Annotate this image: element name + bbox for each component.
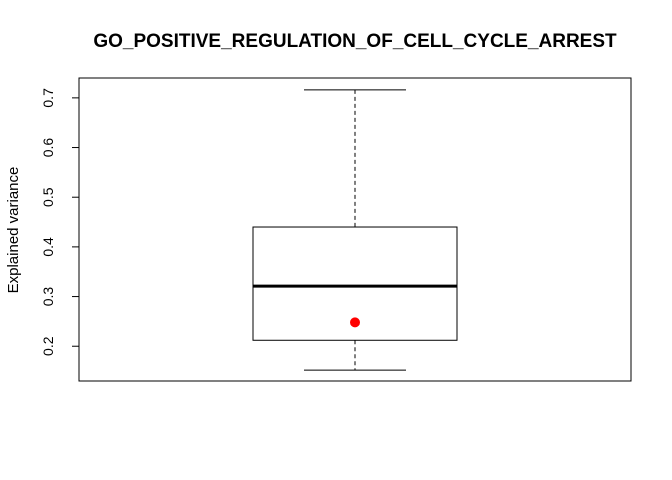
y-tick-label: 0.7 — [40, 88, 56, 108]
y-axis-label: Explained variance — [5, 167, 22, 294]
y-tick-label: 0.4 — [40, 237, 56, 257]
y-tick-label: 0.2 — [40, 336, 56, 356]
y-tick-label: 0.5 — [40, 187, 56, 207]
y-axis: 0.2 0.3 0.4 0.5 0.6 0.7 — [40, 88, 80, 356]
boxplot — [252, 89, 458, 371]
y-tick-label: 0.3 — [40, 287, 56, 307]
y-tick-label: 0.6 — [40, 138, 56, 158]
highlight-point — [350, 317, 360, 328]
chart-title: GO_POSITIVE_REGULATION_OF_CELL_CYCLE_ARR… — [93, 31, 617, 52]
